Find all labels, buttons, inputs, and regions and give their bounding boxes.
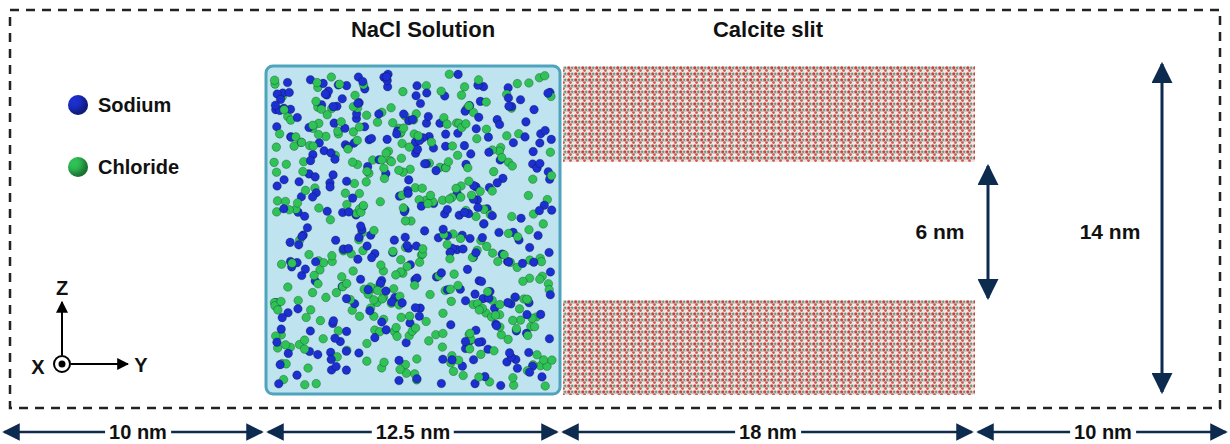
- axis-label: Z: [52, 277, 72, 300]
- ion-dots: [270, 70, 556, 390]
- dimension-arrow: [987, 166, 990, 298]
- region-heading: NaCl Solution: [347, 17, 499, 42]
- solution-region: [266, 66, 560, 394]
- region-heading: Calcite slit: [709, 17, 827, 42]
- dimension-label: 12.5 nm: [372, 421, 454, 444]
- dimension-label: 10 nm: [1070, 421, 1136, 444]
- dimension-label: 6 nm: [911, 220, 968, 244]
- dimension-label: 14 nm: [1076, 220, 1145, 244]
- legend-swatch: [68, 95, 88, 115]
- calcite-slab-top: [563, 66, 975, 162]
- legend-label: Chloride: [98, 156, 179, 179]
- dimension-label: 18 nm: [735, 421, 801, 444]
- legend-swatch: [68, 157, 88, 177]
- dimension-label: 10 nm: [105, 421, 171, 444]
- dimension-arrows: [4, 431, 1226, 434]
- calcite-slab-bottom: [563, 300, 975, 395]
- axes-symbol: [54, 302, 128, 372]
- axis-label: Y: [130, 354, 151, 377]
- legend-label: Sodium: [98, 94, 171, 117]
- simulation-box: [10, 10, 1220, 408]
- dimension-arrow: [1161, 64, 1164, 392]
- axis-label: X: [27, 356, 48, 379]
